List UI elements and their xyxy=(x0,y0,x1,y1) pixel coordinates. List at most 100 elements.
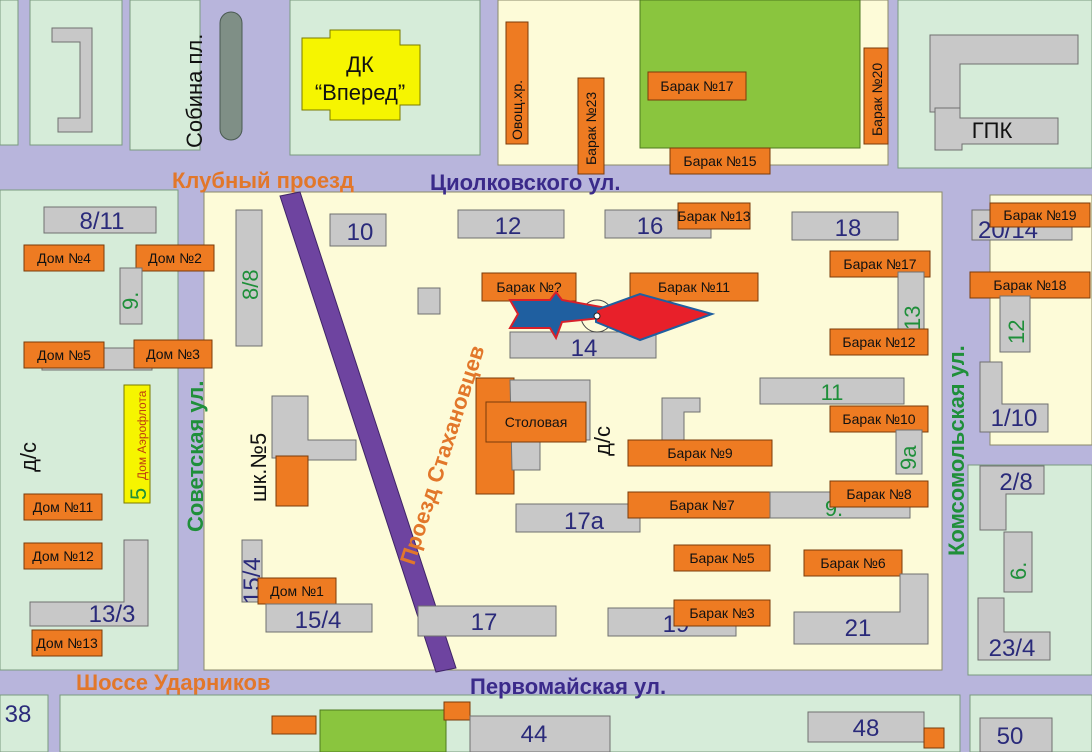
building-21 xyxy=(793,573,929,645)
label-44: 44 xyxy=(521,721,548,748)
barak-18 xyxy=(969,271,1091,299)
barak-9-label: Барак №9 xyxy=(667,445,733,461)
barak-15 xyxy=(669,147,771,175)
barak-19-label: Барак №19 xyxy=(1003,207,1076,223)
barak-7-label: Барак №7 xyxy=(669,497,735,513)
building-9a xyxy=(895,429,923,475)
building-2-8 xyxy=(979,465,1045,531)
building-10 xyxy=(329,213,387,247)
label-9a: 9а xyxy=(896,445,921,470)
barak-10-label: Барак №10 xyxy=(842,411,915,427)
barak-3-label: Барак №3 xyxy=(689,605,755,621)
sobina-monument xyxy=(219,11,243,141)
barak-20 xyxy=(863,47,889,145)
label-11: 11 xyxy=(821,380,844,405)
stolovaya-label: Столовая xyxy=(505,414,568,430)
label-10: 10 xyxy=(347,219,374,246)
building-8-11 xyxy=(43,206,157,234)
street-tsiolkovsky: Циолковского ул. xyxy=(430,170,620,195)
label-14: 14 xyxy=(571,335,598,362)
label-18: 18 xyxy=(835,215,862,242)
dom-1 xyxy=(257,577,337,605)
dom-5 xyxy=(23,341,105,369)
label-1-10: 1/10 xyxy=(991,405,1038,432)
park-bottom xyxy=(319,709,447,752)
shk5-barak xyxy=(275,455,309,507)
building-1-10 xyxy=(979,361,1049,433)
barak-18-label: Барак №18 xyxy=(993,277,1066,293)
building-13-3 xyxy=(29,539,149,627)
building-top-right xyxy=(929,34,1079,113)
barak-15-label: Барак №15 xyxy=(683,153,756,169)
label-12: 12 xyxy=(495,213,522,240)
barak-12 xyxy=(829,328,929,356)
dom-2-label: Дом №2 xyxy=(148,250,202,266)
ovoshch-building xyxy=(505,21,529,145)
label-48: 48 xyxy=(853,715,880,742)
barak-9 xyxy=(627,439,773,467)
barak-q-label: Барак №? xyxy=(496,279,562,295)
barak-23-label: Барак №23 xyxy=(583,92,599,165)
label-13-3: 13/3 xyxy=(89,601,136,628)
building-50 xyxy=(979,717,1053,752)
dom-3 xyxy=(133,339,213,369)
barak-11 xyxy=(629,272,759,302)
building-44 xyxy=(469,715,611,752)
barak-6-label: Барак №6 xyxy=(820,555,886,571)
label-23-4: 23/4 xyxy=(989,635,1036,662)
street-pervomayskaya: Первомайская ул. xyxy=(470,674,666,699)
dom-4-label: Дом №4 xyxy=(37,250,91,266)
barak-5 xyxy=(673,544,771,572)
building-15-4 xyxy=(265,603,373,633)
dk-vpered xyxy=(301,29,421,121)
building-top-left xyxy=(51,27,93,133)
label-15-4: 15/4 xyxy=(295,607,342,634)
building-9-left xyxy=(119,267,143,325)
street-sobina: Собина пл. xyxy=(182,34,207,148)
barak-17-top xyxy=(647,71,747,101)
building-small xyxy=(417,287,441,315)
building-6 xyxy=(1003,531,1033,593)
dom-11 xyxy=(23,493,103,521)
bottom-barak-2 xyxy=(443,701,471,721)
label-6: 6. xyxy=(1006,562,1031,580)
building-11 xyxy=(759,377,905,405)
ds-center-label: д/с xyxy=(590,426,615,456)
label-8-8: 8/8 xyxy=(238,269,263,300)
street-komsomolskaya: Комсомольская ул. xyxy=(944,345,969,556)
barak-7 xyxy=(627,491,771,519)
barak-17-right-label: Барак №17 xyxy=(843,256,916,272)
dom-1-label: Дом №1 xyxy=(270,583,324,599)
barak-20-label: Барак №20 xyxy=(869,63,885,136)
dom-2 xyxy=(135,244,215,272)
dom-aeroflota-number: 5 xyxy=(126,488,151,500)
building-23-4 xyxy=(977,597,1051,661)
block-bottom-1 xyxy=(0,694,49,752)
label-2-8: 2/8 xyxy=(999,469,1032,496)
barak-13-label: Барак №13 xyxy=(677,208,750,224)
proezd-stakhanovtsev-road xyxy=(279,191,457,673)
dom-13-label: Дом №13 xyxy=(36,635,98,651)
label-8-11: 8/11 xyxy=(80,208,125,235)
building-18 xyxy=(791,211,899,241)
building-12 xyxy=(457,209,565,239)
barak-12-label: Барак №12 xyxy=(842,334,915,350)
label-50: 50 xyxy=(997,723,1024,750)
barak-10 xyxy=(829,405,929,433)
barak-11-label: Барак №11 xyxy=(658,279,730,295)
dom-13 xyxy=(31,629,103,657)
barak-5-label: Барак №5 xyxy=(689,550,755,566)
arrow-right-icon xyxy=(508,290,716,342)
barak-3 xyxy=(673,599,771,627)
shk5-label: шк.№5 xyxy=(246,433,271,502)
label-21: 21 xyxy=(845,615,872,642)
dom-4 xyxy=(23,244,105,272)
street-udarnikov: Шоссе Ударников xyxy=(76,670,271,695)
gpk-label: ГПК xyxy=(972,118,1013,143)
dom-aeroflota-label: Дом Аэрофлота xyxy=(135,390,149,480)
barak-13 xyxy=(677,202,751,230)
block-sobina xyxy=(129,0,201,151)
building-gpk xyxy=(934,107,1059,151)
bottom-barak-3 xyxy=(923,727,945,749)
